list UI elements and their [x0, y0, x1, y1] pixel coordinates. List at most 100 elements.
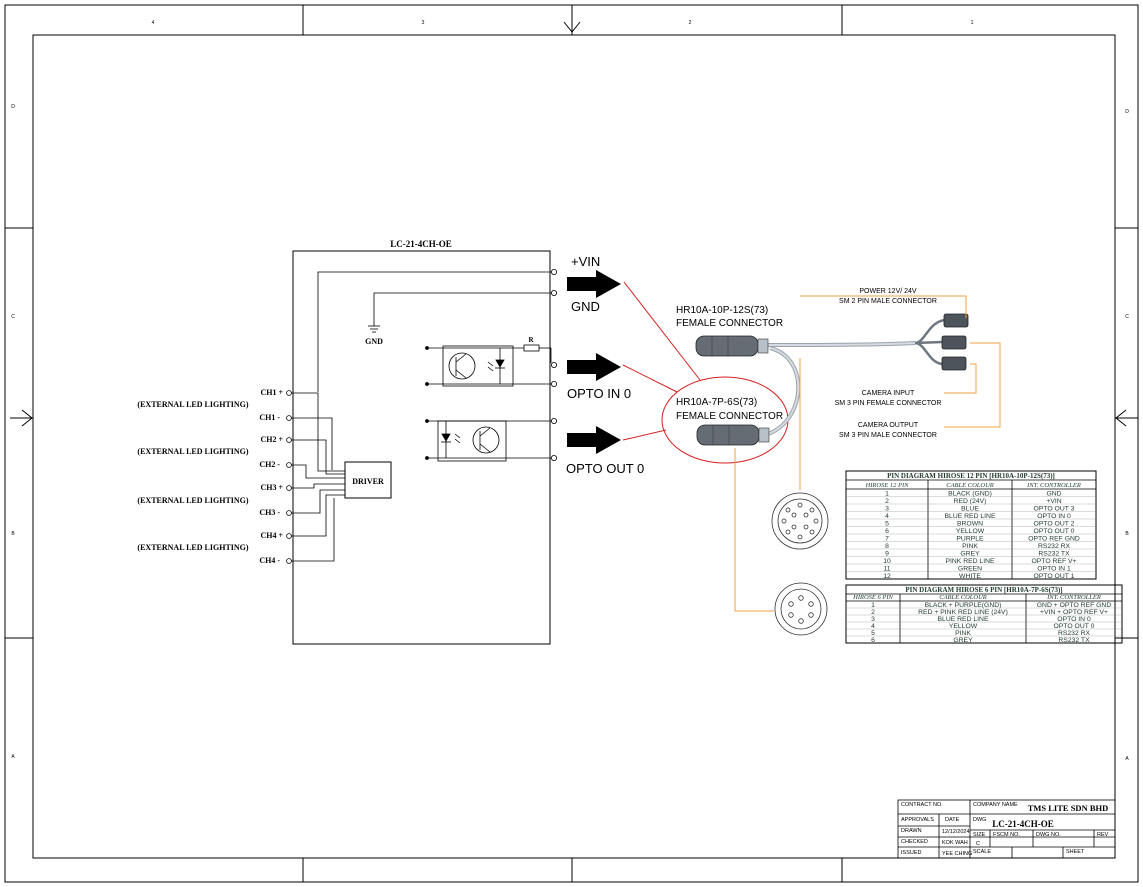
connector-12pin-line1: HR10A-10P-12S(73): [676, 305, 768, 316]
power-connector-line2: SM 2 PIN MALE CONNECTOR: [839, 298, 937, 305]
tb-contract-label: CONTRACT NO.: [901, 802, 943, 808]
pin12-cell: OPTO IN 1: [1037, 566, 1071, 573]
pin6-cell: 3: [871, 616, 875, 623]
camera-input-line2: SM 3 PIN FEMALE CONNECTOR: [835, 400, 942, 407]
pin12-cell: PINK RED LINE: [945, 558, 995, 565]
ch2-neg-label: CH2 -: [259, 460, 280, 469]
pin12-title: PIN DIAGRAM HIROSE 12 PIN [HR10A-10P-12S…: [887, 472, 1055, 480]
zone-left-c: C: [11, 314, 15, 320]
vin-label: +VIN: [571, 254, 600, 269]
led-notes: (EXTERNAL LED LIGHTING) (EXTERNAL LED LI…: [137, 400, 248, 552]
pin6-title: PIN DIAGRAM HIROSE 6 PIN [HR10A-7P-6S(73…: [905, 586, 1062, 594]
pin12-cell: 8: [885, 543, 889, 550]
pin6-cell: BLACK + PURPLE(GND): [925, 602, 1002, 609]
pin6-cell: 1: [871, 602, 875, 609]
pin12-cell: GND: [1046, 491, 1061, 498]
pin12-cell: 10: [883, 558, 891, 565]
resistor-label: R: [528, 336, 534, 344]
zone-top-3: 3: [422, 20, 425, 26]
pin12-cell: BLUE RED LINE: [945, 513, 996, 520]
hirose-6pin-face-icon: [774, 582, 828, 636]
pin12-cell: OPTO OUT 1: [1034, 573, 1075, 580]
controller-title: LC-21-4CH-OE: [390, 239, 452, 249]
channel-wiring: [286, 390, 345, 564]
power-wiring: [317, 268, 558, 392]
zone-right-c: C: [1125, 314, 1129, 320]
pin12-cell: RED (24V): [954, 498, 987, 505]
connector-6pin-line1: HR10A-7P-6S(73): [676, 397, 757, 408]
pin6-cell: OPTO IN 0: [1057, 616, 1091, 623]
camera-output-line1: CAMERA OUTPUT: [858, 422, 919, 429]
tb-scale-label: SCALE: [973, 849, 991, 855]
tb-size-label: SIZE: [973, 832, 986, 838]
pin6-cell: PINK: [955, 630, 971, 637]
pin6-cell: 2: [871, 609, 875, 616]
connector-12pin-line2: FEMALE CONNECTOR: [676, 318, 783, 329]
pin12-cell: 1: [885, 491, 889, 498]
driver-label: DRIVER: [352, 477, 384, 486]
pin12-cell: 9: [885, 551, 889, 558]
pin6-cell: 5: [871, 630, 875, 637]
centering-marks: [10, 12, 1138, 427]
zone-right-b: B: [1125, 531, 1129, 537]
signal-arrows: [567, 270, 621, 454]
ch3-pos-label: CH3 +: [260, 483, 283, 492]
tb-rev-label: REV: [1097, 832, 1109, 838]
ch2-led-note: (EXTERNAL LED LIGHTING): [137, 447, 248, 456]
opto-coupler-output: [425, 417, 558, 462]
channel-labels: CH1 + CH1 - CH2 + CH2 - CH3 + CH3 - CH4 …: [259, 388, 283, 565]
tb-fscm-label: FSCM NO.: [993, 832, 1020, 838]
cable-assembly: [695, 313, 969, 446]
pin12-cell: WHITE: [959, 573, 981, 580]
pin12-cell: GREY: [960, 551, 980, 558]
pin12-cell: YELLOW: [956, 528, 985, 535]
pin12-cell: 7: [885, 536, 889, 543]
ch1-pos-label: CH1 +: [260, 388, 283, 397]
pin12-cell: 2: [885, 498, 889, 505]
pin12-cell: RS232 TX: [1038, 551, 1070, 558]
zone-right-d: D: [1125, 109, 1129, 115]
pin12-cell: +VIN: [1046, 498, 1061, 505]
pin12-cell: 6: [885, 528, 889, 535]
tb-size-value: C: [976, 841, 980, 847]
pin12-cell: 4: [885, 513, 889, 520]
ch1-led-note: (EXTERNAL LED LIGHTING): [137, 400, 248, 409]
pin12-cell: BLACK (GND): [948, 491, 992, 498]
hirose-6pin-plug: [696, 424, 760, 446]
pin12-header: CABLE COLOUR: [946, 482, 994, 489]
zone-left-b: B: [11, 531, 15, 537]
camera-input-line1: CAMERA INPUT: [862, 390, 915, 397]
power-connector-line1: POWER 12V/ 24V: [859, 288, 917, 295]
tb-sheet-label: SHEET: [1066, 849, 1085, 855]
ch2-pos-label: CH2 +: [260, 435, 283, 444]
sm3-camera-output-plug: [941, 356, 967, 371]
title-block: [897, 799, 1116, 859]
pin6-cell: RS232 TX: [1058, 637, 1090, 644]
tb-drawn-date: 12/12/2024: [942, 829, 970, 835]
tb-dwg-label: DWG: [973, 817, 986, 823]
ch3-neg-label: CH3 -: [259, 508, 280, 517]
zone-top-4: 4: [152, 20, 155, 26]
opto-in-label: OPTO IN 0: [567, 386, 631, 401]
pin12-cell: 5: [885, 521, 889, 528]
ch4-pos-label: CH4 +: [260, 531, 283, 540]
pin12-cell: 3: [885, 506, 889, 513]
ch1-neg-label: CH1 -: [259, 413, 280, 422]
tb-drawing-title: LC-21-4CH-OE: [992, 819, 1054, 829]
gnd-label: GND: [571, 299, 600, 314]
pin12-cell: PURPLE: [956, 536, 984, 543]
pin-table-6: PIN DIAGRAM HIROSE 6 PIN [HR10A-7P-6S(73…: [845, 584, 1123, 644]
tb-company-name: TMS LITE SDN BHD: [1028, 803, 1109, 813]
opto-coupler-input: [425, 344, 558, 387]
driver-block: [344, 461, 392, 499]
pin12-cell: BLUE: [961, 506, 979, 513]
pin12-header: INT. CONTROLLER: [1026, 482, 1081, 489]
tb-approvals-label: APPROVALS: [901, 817, 934, 823]
pin6-cell: 4: [871, 623, 875, 630]
signal-labels: +VIN GND OPTO IN 0 OPTO OUT 0: [566, 254, 644, 476]
ch4-led-note: (EXTERNAL LED LIGHTING): [137, 543, 248, 552]
connector-6pin-line2: FEMALE CONNECTOR: [676, 411, 783, 422]
pin6-cell: GREY: [953, 637, 973, 644]
pin12-cell: 11: [883, 566, 890, 573]
